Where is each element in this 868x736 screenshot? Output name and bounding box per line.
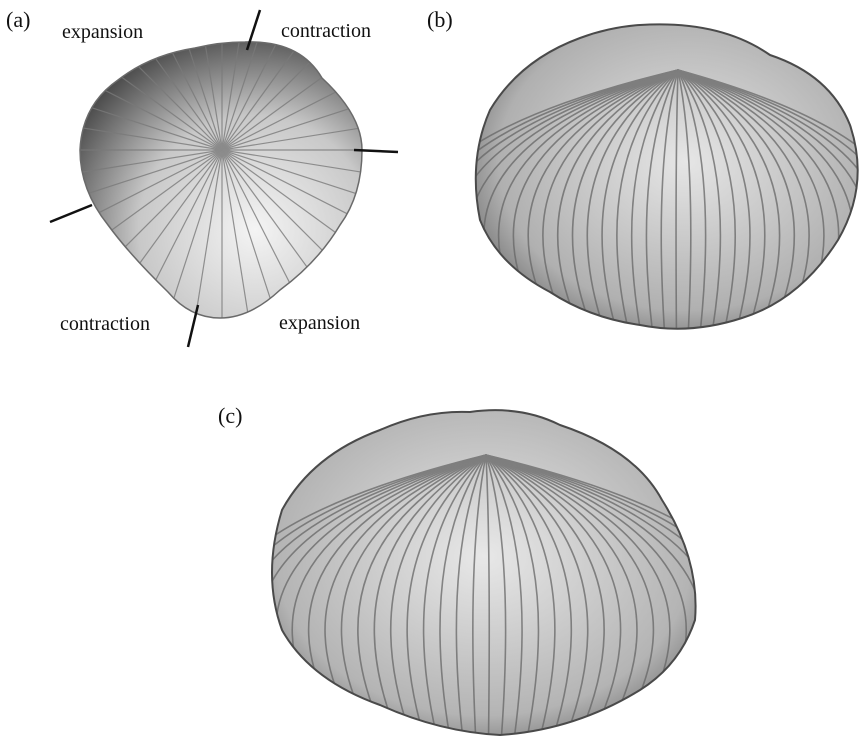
annotation-expansion-bottom: expansion	[279, 312, 360, 334]
panel-label-c: (c)	[218, 403, 242, 428]
panel-label-b: (b)	[427, 7, 453, 32]
annotation-contraction-bottom: contraction	[60, 313, 150, 335]
annotation-contraction-top: contraction	[281, 20, 371, 42]
panel-b-shape	[410, 24, 868, 340]
panel-label-a: (a)	[6, 7, 30, 32]
panel-a-shape	[22, 0, 422, 350]
panel-c-shape	[210, 410, 768, 736]
axis-line-left	[50, 205, 92, 222]
annotation-expansion-top: expansion	[62, 21, 143, 43]
